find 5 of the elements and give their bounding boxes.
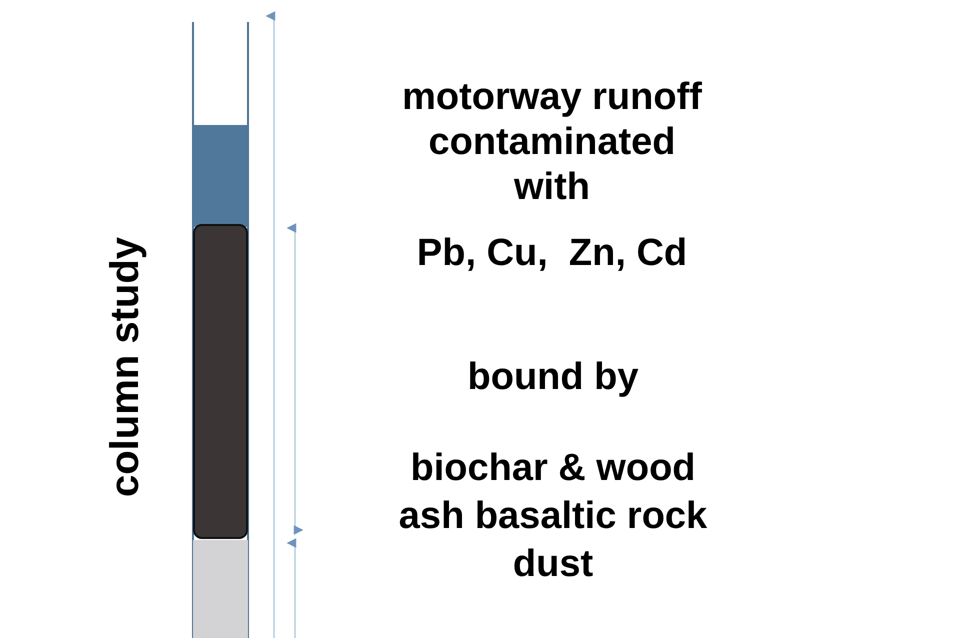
metal-list: Pb, Cu, Zn, Cd	[416, 231, 688, 276]
vertical-title: column study	[102, 236, 148, 498]
description-text: motorway runoff contaminated with	[401, 75, 703, 210]
description-text: bound by	[468, 355, 638, 400]
material-list: biochar & wood ash basaltic rock dust	[378, 444, 728, 588]
